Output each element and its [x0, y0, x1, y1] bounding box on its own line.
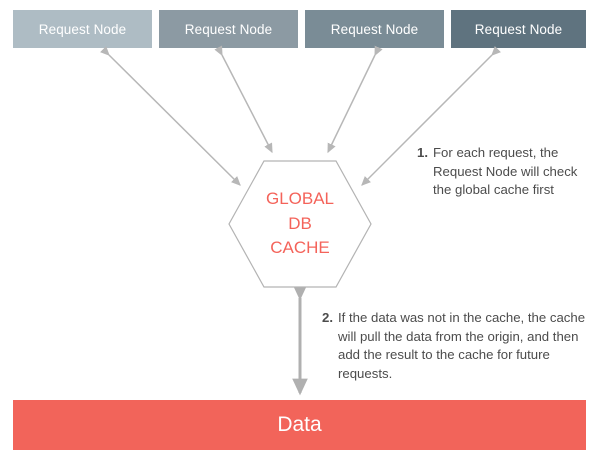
- annotation-2-text: If the data was not in the cache, the ca…: [338, 310, 586, 382]
- annotation-1-number: 1.: [417, 145, 428, 160]
- annotation-1-text: For each request, the Request Node will …: [433, 145, 578, 198]
- request-node-3-label: Request Node: [330, 21, 419, 37]
- request-node-2[interactable]: Request Node: [159, 10, 298, 48]
- request-node-3[interactable]: Request Node: [305, 10, 444, 48]
- request-node-1[interactable]: Request Node: [13, 10, 152, 48]
- annotation-1: 1. For each request, the Request Node wi…: [417, 144, 592, 200]
- arrow-node2-cache: [214, 45, 273, 154]
- arrow-node3-cache: [327, 45, 383, 154]
- request-node-4[interactable]: Request Node: [451, 10, 586, 48]
- data-store-bar[interactable]: Data: [13, 400, 586, 450]
- hexagon-shape: [228, 160, 372, 288]
- data-store-label: Data: [277, 413, 322, 436]
- request-node-2-label: Request Node: [184, 21, 273, 37]
- annotation-2-number: 2.: [322, 310, 333, 325]
- arrow-node1-cache: [99, 45, 241, 186]
- annotation-2: 2. If the data was not in the cache, the…: [322, 309, 592, 384]
- request-node-4-label: Request Node: [474, 21, 563, 37]
- global-db-cache-hexagon[interactable]: GLOBAL DB CACHE: [228, 160, 372, 288]
- request-node-1-label: Request Node: [38, 21, 127, 37]
